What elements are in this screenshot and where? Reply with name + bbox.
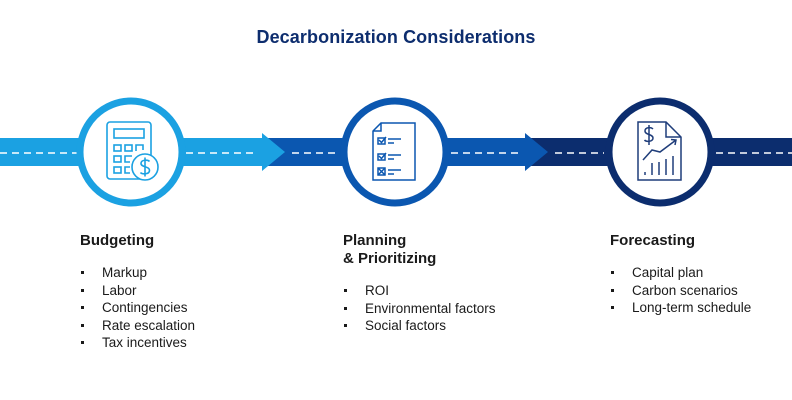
diagram-title: Decarbonization Considerations [256, 27, 536, 47]
stage-budgeting-details: Budgeting Markup Labor Contingencies Rat… [80, 232, 195, 352]
stage-item-list: ROI Environmental factors Social factors [343, 282, 496, 335]
stage-heading-line1: Planning [343, 232, 407, 249]
checklist-document-icon [372, 122, 416, 181]
stage-forecasting-node [605, 97, 715, 207]
stage-heading: Forecasting [610, 232, 696, 249]
stage-heading: Budgeting [80, 232, 155, 249]
stage-item-list: Capital plan Carbon scenarios Long-term … [610, 264, 751, 317]
list-item: Contingencies [80, 299, 195, 317]
list-item: Social factors [343, 317, 496, 335]
list-item: Environmental factors [343, 300, 496, 318]
list-item: Rate escalation [80, 317, 195, 335]
list-item: Tax incentives [80, 334, 195, 352]
stage-planning-details: Planning & Prioritizing ROI Environmenta… [343, 232, 496, 335]
list-item: Carbon scenarios [610, 282, 751, 300]
list-item: Markup [80, 264, 195, 282]
list-item: Capital plan [610, 264, 751, 282]
stage-forecasting-details: Forecasting Capital plan Carbon scenario… [610, 232, 751, 317]
stage-heading-line2: & Prioritizing [343, 250, 437, 267]
stage-heading: Planning & Prioritizing [343, 232, 496, 268]
calculator-dollar-icon [106, 121, 159, 181]
stage-planning-node [340, 97, 450, 207]
financial-report-chart-icon [637, 121, 682, 181]
list-item: Long-term schedule [610, 299, 751, 317]
stage-budgeting-node [76, 97, 186, 207]
list-item: Labor [80, 282, 195, 300]
stage-item-list: Markup Labor Contingencies Rate escalati… [80, 264, 195, 352]
list-item: ROI [343, 282, 496, 300]
